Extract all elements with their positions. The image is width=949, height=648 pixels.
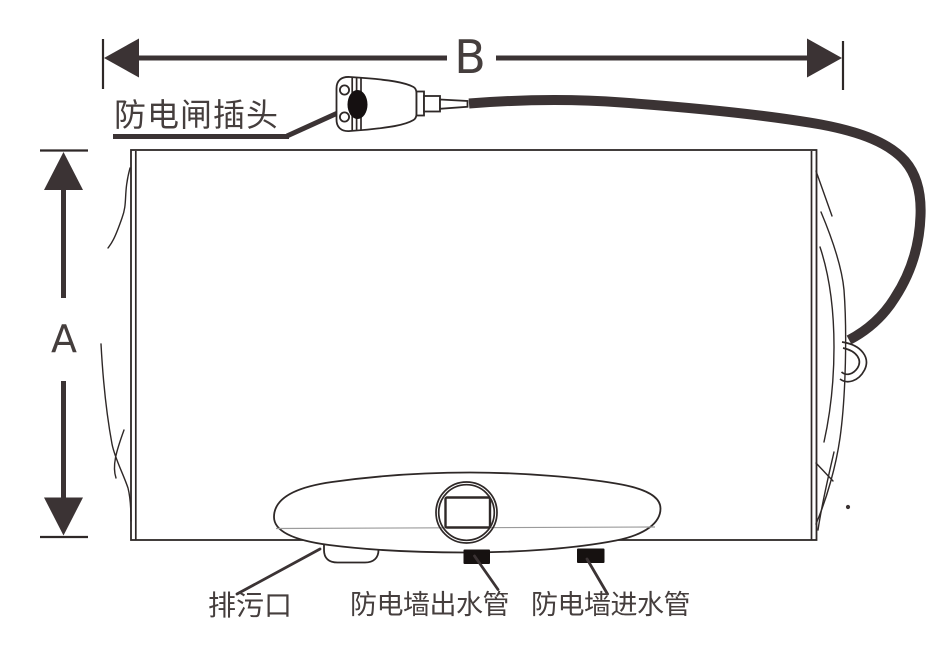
leak-protection-plug [113,76,469,139]
power-cable [468,95,926,383]
left-cap-crease-1 [107,167,131,249]
outlet-leader-line [473,554,500,591]
outlet-label: 防电墙出水管 [350,590,509,621]
drain-leader-line [235,547,322,596]
cable-end-loop-outer [839,341,868,383]
dimension-a: A [40,149,88,539]
left-cap-crease-3 [113,429,125,479]
plug-label: 防电闸插头 [114,96,279,134]
inlet-label: 防电墙进水管 [531,590,690,621]
inlet-leader-line [585,557,609,596]
inlet-pipe [577,548,605,563]
cable-cord [468,95,926,345]
display-ring-outer [435,481,498,544]
dim-b-label: B [454,30,486,84]
left-cap-crease-2 [100,343,132,522]
control-panel [273,471,662,554]
drain-label: 排污口 [208,589,292,622]
dim-a-top-arrowhead-icon [44,152,83,190]
display-ring-inner [437,483,496,542]
dim-b-right-arrowhead-icon [807,38,842,78]
dimension-b: B [101,30,845,90]
dim-a-bottom-arrowhead-icon [44,497,83,536]
right-cap-crease-4 [815,462,834,482]
right-cap-crease-2 [815,211,847,525]
outlet-pipe [463,549,490,564]
plug-reset-button [347,90,368,119]
plug-flange [415,90,425,117]
right-cap-crease-1 [815,170,833,217]
plug-cord-grip [439,98,469,110]
plug-pin-hole-top [338,84,350,96]
display-screen [444,496,492,529]
plug-neck [423,95,441,113]
right-cap-crease-5 [817,451,835,531]
stray-dot [845,504,851,510]
plug-pin-hole-bottom [338,111,350,123]
right-cap-crease-3 [819,246,835,443]
dim-a-label: A [51,317,77,361]
cable-end-loop-inner [840,347,861,376]
dim-b-left-arrowhead-icon [104,38,139,78]
